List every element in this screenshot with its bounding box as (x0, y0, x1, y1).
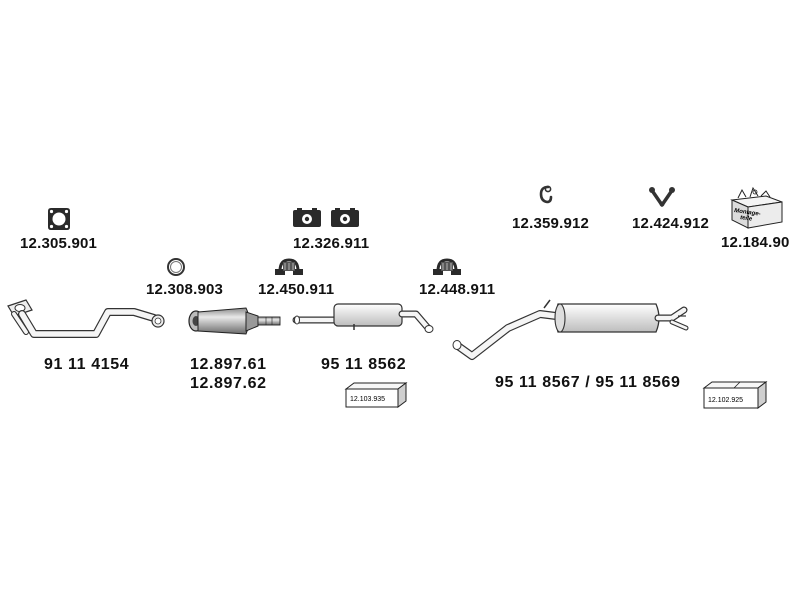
middle-silencer-drawing (292, 303, 434, 333)
part-number-mounts: 12.326.911 (293, 235, 370, 252)
part-number-front-pipe: 91 11 4154 (44, 356, 130, 373)
part-number-catalyst-b: 12.897.62 (190, 375, 267, 392)
part-number-catalyst-a: 12.897.61 (190, 356, 267, 373)
square-gasket-icon (48, 208, 70, 230)
rubber-mount-icon (331, 208, 359, 227)
ring-gasket-icon (167, 258, 185, 276)
part-number-kit: 12.184.90 (721, 234, 790, 251)
packaging-box-icon: 12.102.925 (702, 381, 768, 409)
pipe-clamp-icon (433, 258, 461, 275)
toolbox-icon: Montage- teile (730, 186, 783, 229)
rear-silencer-drawing (452, 299, 689, 360)
part-number-hook: 12.359.912 (512, 215, 590, 232)
part-number-clamp-rear: 12.448.911 (419, 281, 496, 298)
hanger-hook-icon (539, 185, 553, 204)
front-pipe-drawing (7, 299, 165, 338)
catalytic-converter-drawing (188, 307, 281, 335)
packaging-box-icon: 12.103.935 (344, 382, 408, 408)
part-number-bracket: 12.424.912 (632, 215, 710, 232)
part-number-clamp-front: 12.450.911 (258, 281, 335, 298)
kit-label-line1: Montage- (734, 208, 761, 218)
part-number-gasket: 12.305.901 (20, 235, 98, 252)
rubber-mount-icon (293, 208, 321, 227)
box-label-middle: 12.103.935 (350, 396, 385, 403)
v-bracket-icon (649, 187, 675, 207)
part-number-rear-silencer: 95 11 8567 / 95 11 8569 (495, 374, 681, 391)
box-label-rear: 12.102.925 (708, 397, 743, 404)
part-number-middle-silencer: 95 11 8562 (321, 356, 407, 373)
kit-label-line2: teile (740, 215, 753, 223)
pipe-clamp-icon (275, 258, 303, 275)
part-number-ring: 12.308.903 (146, 281, 224, 298)
